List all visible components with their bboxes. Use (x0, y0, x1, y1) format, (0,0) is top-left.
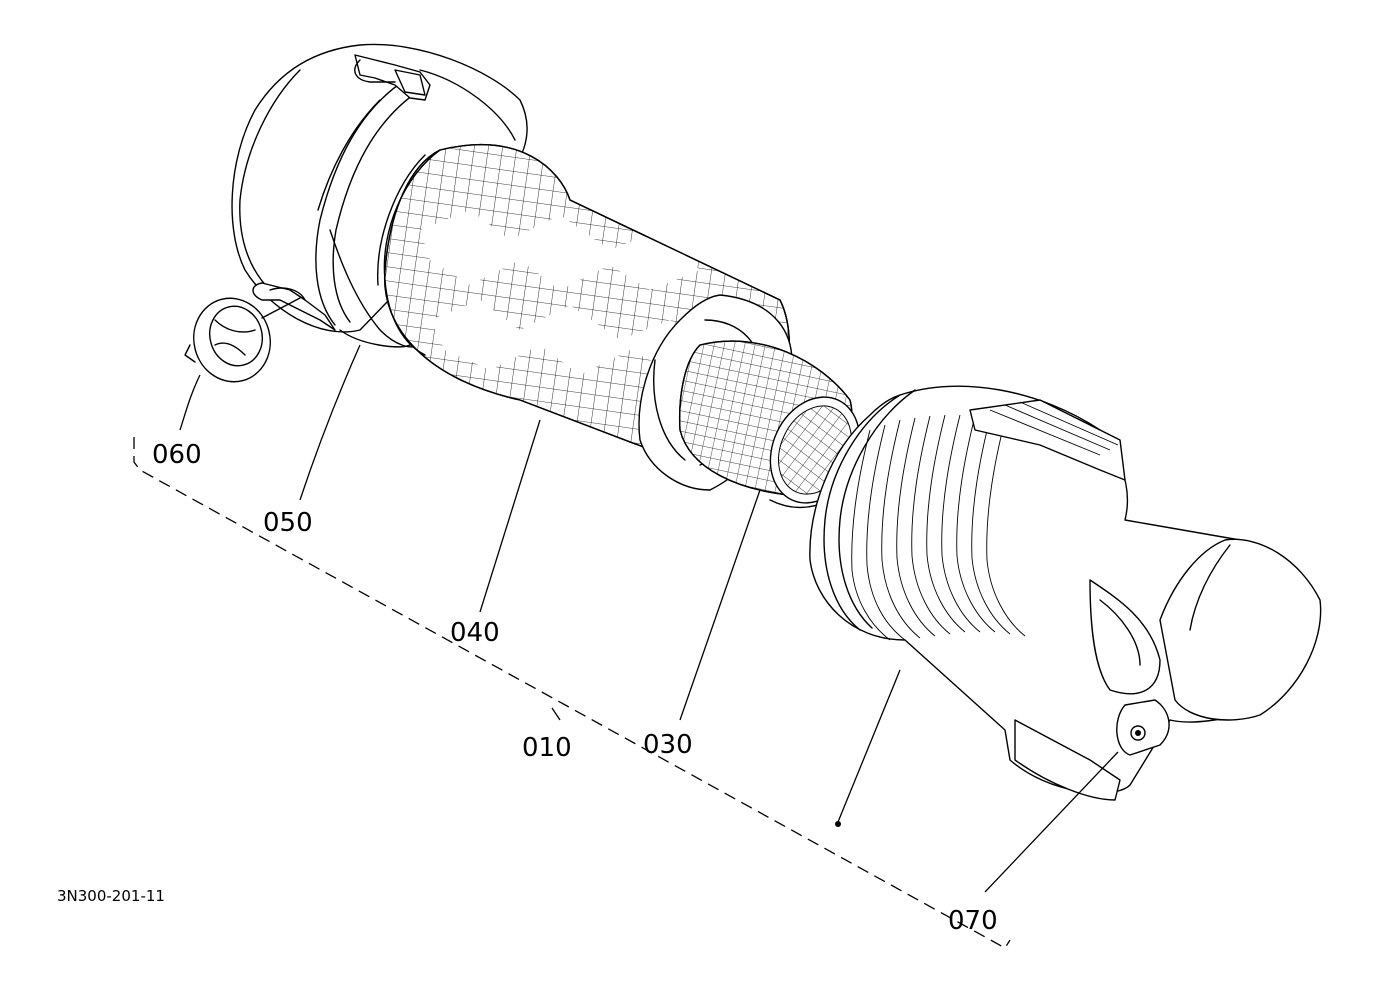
evacuator-valve (184, 297, 301, 383)
callout-030: 030 (643, 730, 693, 760)
main-housing (809, 385, 1322, 801)
callout-060: 060 (152, 440, 202, 470)
callout-050: 050 (263, 508, 313, 538)
leader-lines (179, 344, 1119, 893)
rear-cover (231, 43, 528, 348)
callout-010: 010 (522, 733, 572, 763)
callout-040: 040 (450, 618, 500, 648)
drawing-code: 3N300-201-11 (57, 887, 165, 905)
assembly-outline (133, 437, 1011, 949)
callout-070: 070 (948, 906, 998, 936)
